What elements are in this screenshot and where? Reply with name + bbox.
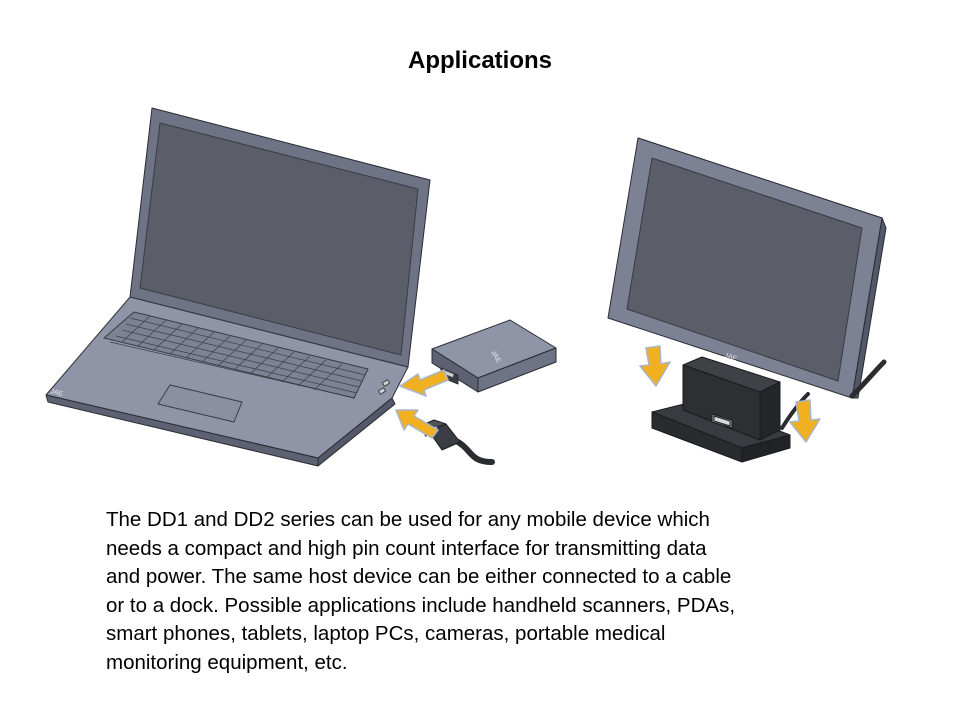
dock-illustration	[651, 356, 810, 463]
tablet-illustration	[607, 137, 887, 399]
tablet-logo: JAE	[723, 352, 738, 363]
arrow-module-to-laptop	[399, 369, 449, 397]
arrow-tablet-down-right	[789, 399, 821, 443]
laptop-logo: JAE	[50, 388, 64, 398]
arrow-cable-to-laptop	[395, 409, 439, 439]
laptop-illustration	[45, 107, 431, 467]
description-paragraph: The DD1 and DD2 series can be used for a…	[106, 508, 736, 674]
keyboard-keys	[109, 315, 366, 399]
slide-title: Applications	[407, 47, 552, 74]
device-illustration: JAE JAE JAE	[45, 107, 887, 467]
connector-module-illustration	[431, 319, 557, 393]
arrow-tablet-down-left	[639, 345, 671, 387]
